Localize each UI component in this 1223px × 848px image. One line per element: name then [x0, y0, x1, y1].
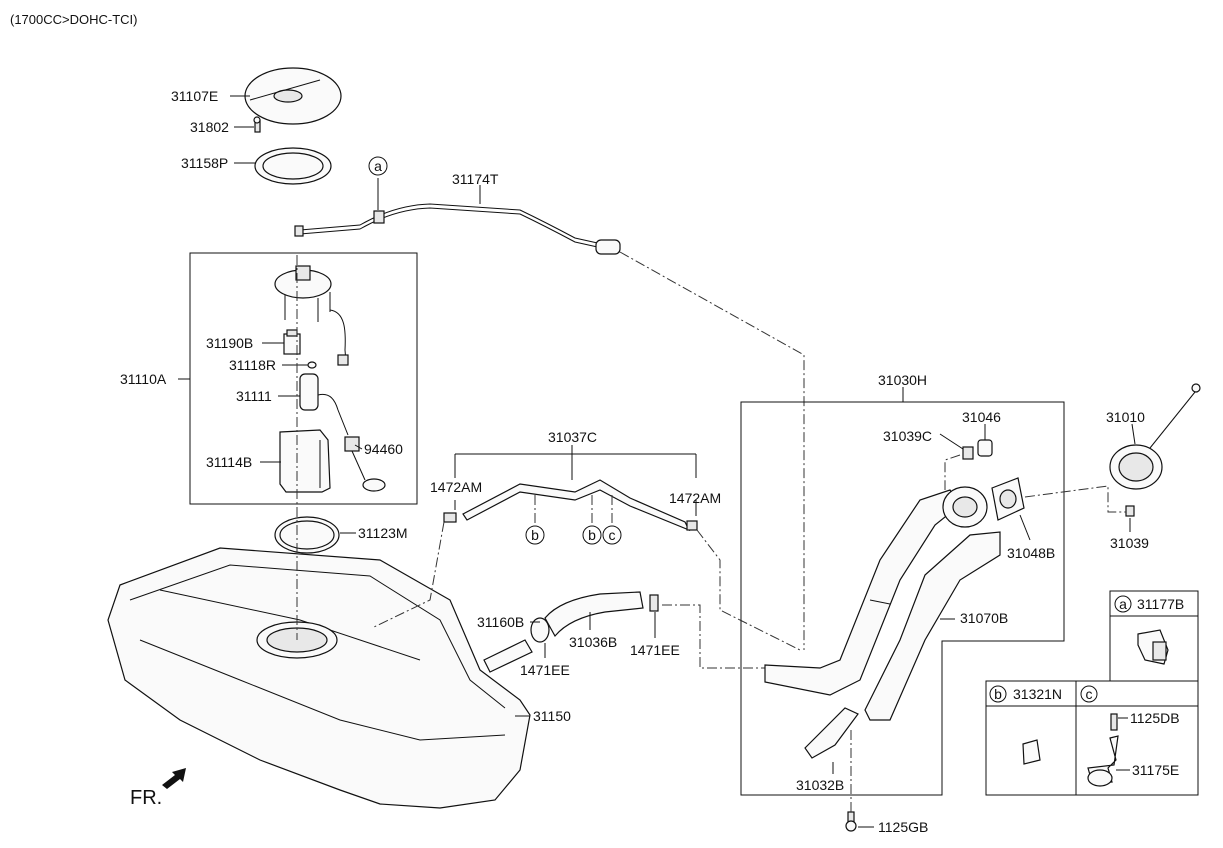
label-31158P: 31158P: [181, 155, 228, 171]
legend-b-part: 31321N: [1013, 686, 1062, 702]
clip-31039C: [962, 446, 974, 460]
reservoir-31114B: [279, 429, 331, 493]
filler-housing: [942, 486, 988, 528]
protector-31070B: [864, 531, 1001, 721]
legend-c-letter: c: [1086, 686, 1093, 702]
o-ring-31118R: [307, 361, 317, 369]
label-1471EE-right: 1471EE: [630, 642, 680, 658]
callout-c: c: [609, 527, 616, 543]
callout-b-2: b: [588, 527, 596, 543]
front-label: FR.: [130, 787, 162, 809]
label-1471EE-left: 1471EE: [520, 662, 570, 678]
vapor-line-31174T: [294, 203, 621, 255]
label-1472AM-left: 1472AM: [430, 479, 482, 495]
bolt-1125GB: [845, 811, 857, 832]
filler-hose-31036B: [544, 591, 644, 638]
hose-31160B: [483, 639, 533, 673]
pump-flange: [274, 265, 349, 366]
legend-b-letter: b: [994, 686, 1002, 702]
pump-cover-31107E: [244, 67, 342, 125]
label-31123M: 31123M: [358, 525, 408, 541]
vent-hose-31037C: [443, 479, 698, 532]
label-31070B: 31070B: [960, 610, 1008, 626]
label-31118R: 31118R: [229, 357, 276, 373]
label-31802: 31802: [190, 119, 229, 135]
tank-gasket-31123M: [274, 516, 340, 554]
label-31010: 31010: [1106, 409, 1145, 425]
label-31039C: 31039C: [883, 428, 932, 444]
gasket-31158P: [254, 147, 332, 185]
label-31114B: 31114B: [206, 454, 252, 470]
bolt-31802: [253, 116, 261, 133]
label-31030H: 31030H: [878, 372, 927, 388]
fuel-cap-31010: [1109, 383, 1201, 490]
fuel-pump-31111: [299, 373, 349, 436]
bracket-31032B: [804, 707, 859, 759]
label-1472AM-right: 1472AM: [669, 490, 721, 506]
legend-clip-31177B: [1137, 629, 1169, 665]
label-31039: 31039: [1110, 535, 1149, 551]
label-31037C: 31037C: [548, 429, 597, 445]
legend-c-clamp: 31175E: [1132, 762, 1179, 778]
label-1125GB: 1125GB: [878, 819, 928, 835]
level-sender-94460: [344, 436, 386, 492]
screw-31039: [1125, 505, 1135, 517]
cap-31046: [977, 439, 993, 457]
legend-c-bolt: 1125DB: [1130, 710, 1180, 726]
legend-clamp-31175E: [1087, 713, 1119, 787]
legend-clip-31321N: [1022, 739, 1041, 765]
label-31174T: 31174T: [452, 171, 499, 187]
legend-a-letter: a: [1119, 596, 1127, 612]
callout-a: a: [374, 158, 382, 174]
label-31150: 31150: [533, 708, 571, 724]
label-31032B: 31032B: [796, 777, 844, 793]
label-94460: 94460: [364, 441, 403, 457]
label-31190B: 31190B: [206, 335, 253, 351]
label-31036B: 31036B: [569, 634, 617, 650]
label-31160B: 31160B: [477, 614, 524, 630]
pressure-regulator-31190B: [283, 329, 301, 355]
engine-label: (1700CC>DOHC-TCI): [10, 12, 138, 27]
front-arrow-icon: [162, 768, 186, 789]
legend-a-part: 31177B: [1137, 596, 1184, 612]
legend-table: [985, 590, 1199, 796]
label-31110A: 31110A: [120, 371, 167, 387]
callout-b-1: b: [531, 527, 539, 543]
label-31048B: 31048B: [1007, 545, 1055, 561]
clamp-1471EE-right: [649, 594, 659, 612]
label-31111: 31111: [236, 388, 272, 404]
filler-neck-assembly-frame: [740, 401, 1065, 796]
clamp-1471EE-left: [530, 617, 550, 643]
label-31046: 31046: [962, 409, 1001, 425]
label-31107E: 31107E: [171, 88, 218, 104]
gasket-31048B: [991, 477, 1025, 521]
fuel-tank-31150: [107, 547, 531, 809]
